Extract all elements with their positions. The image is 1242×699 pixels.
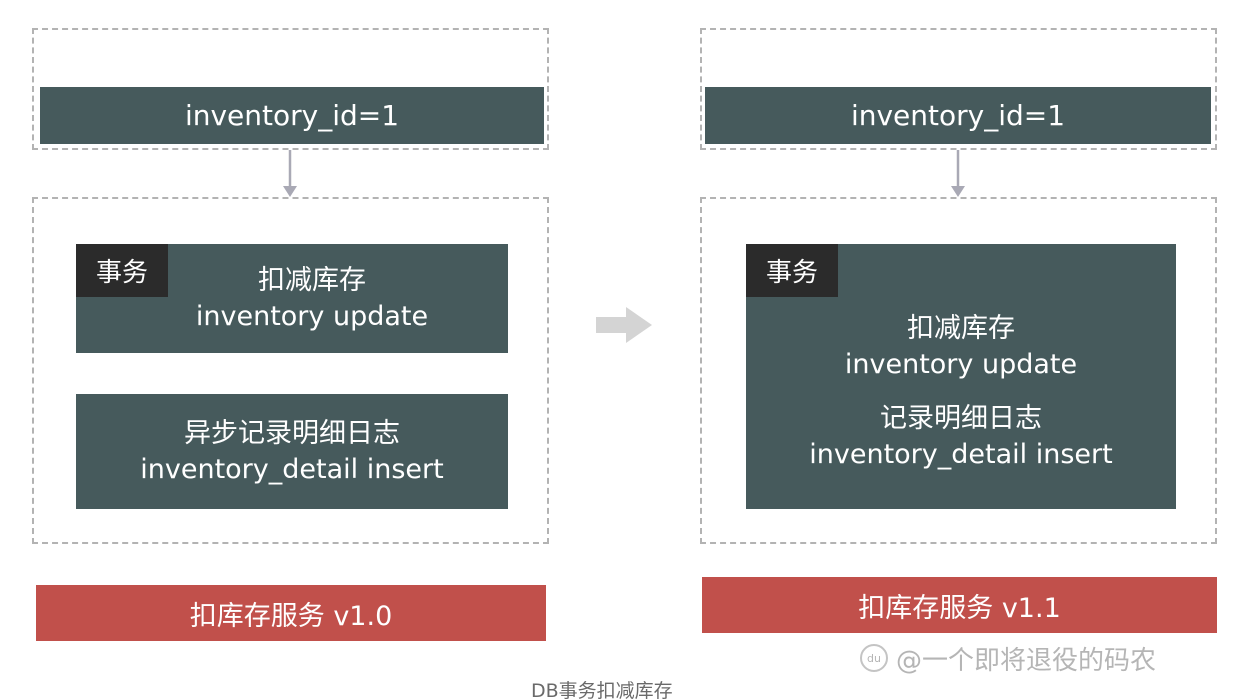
right-arrow-icon [596, 307, 652, 343]
left-update-line1: 扣减库存 [258, 264, 366, 296]
right-tx-line1: 扣减库存 [907, 312, 1015, 344]
left-inventory-id-label: inventory_id=1 [184, 99, 400, 132]
right-tx-line2: inventory update [844, 348, 1078, 380]
right-service-label: 扣库存服务 v1.1 [702, 577, 1217, 633]
left-detail-line1: 异步记录明细日志 [184, 417, 400, 449]
baidu-logo-icon: du [860, 644, 888, 672]
right-transaction-tag: 事务 [746, 244, 838, 297]
right-service-dashed-container [700, 197, 1217, 544]
watermark-text: @一个即将退役的码农 [896, 645, 1157, 676]
right-down-arrow [951, 150, 965, 197]
right-inventory-id-label: inventory_id=1 [850, 99, 1066, 132]
left-update-line2: inventory update [195, 300, 429, 332]
left-service-text: 扣库存服务 v1.0 [189, 600, 393, 632]
left-service-dashed-container [32, 197, 549, 544]
watermark: du @一个即将退役的码农 [860, 640, 1230, 676]
diagram-caption: DB事务扣减库存 [531, 676, 731, 699]
diagram-caption-text: DB事务扣减库存 [531, 680, 673, 699]
right-inventory-id-bar: inventory_id=1 [705, 87, 1211, 144]
right-top-dashed-container [700, 28, 1217, 150]
right-tx-line3: 记录明细日志 [880, 402, 1042, 434]
left-service-label: 扣库存服务 v1.0 [36, 585, 546, 641]
right-service-text: 扣库存服务 v1.1 [858, 592, 1061, 624]
left-detail-line2: inventory_detail insert [140, 453, 444, 485]
left-top-dashed-container [32, 28, 549, 150]
left-update-box: 扣减库存 inventory update [76, 244, 508, 353]
left-transaction-tag: 事务 [76, 244, 168, 297]
left-down-arrow [283, 150, 297, 197]
right-transaction-tag-label: 事务 [765, 258, 818, 288]
left-inventory-id-bar: inventory_id=1 [40, 87, 544, 144]
left-detail-box: 异步记录明细日志 inventory_detail insert [76, 394, 508, 509]
left-transaction-tag-label: 事务 [95, 258, 148, 288]
right-tx-line4: inventory_detail insert [809, 438, 1113, 470]
